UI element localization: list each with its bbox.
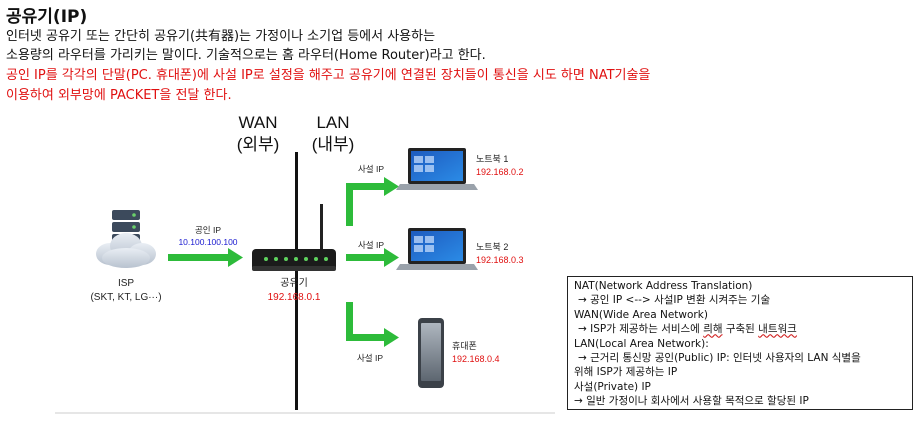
lan-desc-1: → 근거리 통신망 공인(Public) IP: 인터넷 사용자의 LAN 식별… [578, 352, 861, 365]
nat-title: NAT(Network Address Translation) [574, 280, 753, 292]
laptop-1-name: 노트북 1 [476, 154, 508, 164]
page-title: 공유기(IP) [6, 7, 88, 27]
isp-label: ISP [118, 278, 134, 289]
isp-server-icon [96, 210, 156, 268]
lan-label: LAN [316, 113, 349, 132]
public-ip-label: 공인 IP [195, 225, 221, 235]
lan-arrow-laptop-2 [346, 248, 399, 267]
phone-name: 휴대폰 [452, 341, 477, 351]
laptop-2-name: 노트북 2 [476, 242, 508, 252]
diagram-baseline [55, 412, 555, 414]
wan-lan-divider [295, 152, 298, 410]
private-title: 사설(Private) IP [574, 380, 651, 393]
public-ip-value: 10.100.100.100 [178, 237, 237, 247]
lan-title: LAN(Local Area Network): [574, 337, 709, 350]
lan-arrow-phone [346, 302, 399, 347]
private-desc: → 일반 가정이나 회사에서 사용할 목적으로 할당된 IP [574, 395, 809, 408]
private-ip-label-2: 사설 IP [358, 240, 384, 250]
wan-desc-mark2: 내트워크 [758, 323, 797, 336]
phone-icon [418, 318, 444, 388]
wan-desc-pre: → ISP가 제공하는 서비스에 [578, 323, 704, 336]
wan-desc: → ISP가 제공하는 서비스에 릐해 구축된 내트워크 [574, 322, 906, 336]
wan-label: WAN [238, 113, 277, 132]
lan-arrow-laptop-1 [346, 177, 399, 226]
nat-desc: → 공인 IP <--> 사설IP 변환 시켜주는 기술 [578, 294, 771, 307]
wan-desc-mid: 구축된 [722, 323, 759, 336]
network-diagram: WAN (외부) LAN (내부) ISP (SKT, KT, LG···) 공… [90, 113, 524, 410]
router-icon [252, 204, 336, 271]
laptop-1-icon [396, 148, 478, 190]
intro-line-4: 이용하여 외부망에 PACKET을 전달 한다. [6, 88, 232, 103]
router-label: 공유기 [280, 277, 308, 289]
laptop-2-ip: 192.168.0.3 [476, 255, 524, 265]
intro-line-1: 인터넷 공유기 또는 간단히 공유기(共有器)는 가정이나 소기업 등에서 사용… [6, 29, 436, 44]
isp-sub-label: (SKT, KT, LG···) [90, 292, 161, 303]
wan-desc-mark: 릐해 [703, 323, 723, 336]
wan-sub-label: (외부) [237, 135, 280, 154]
lan-sub-label: (내부) [312, 135, 355, 154]
intro-line-3: 공인 IP를 각각의 단말(PC. 휴대폰)에 사설 IP로 설정을 해주고 공… [6, 68, 651, 83]
laptop-2-icon [396, 228, 478, 270]
wan-title: WAN(Wide Area Network) [574, 308, 708, 321]
private-ip-label-3: 사설 IP [357, 353, 383, 363]
definitions-box: NAT(Network Address Translation) → 공인 IP… [567, 276, 913, 410]
intro-line-2: 소용량의 라우터를 가리키는 말이다. 기술적으로는 홈 라우터(Home Ro… [6, 48, 486, 63]
phone-ip: 192.168.0.4 [452, 354, 500, 364]
lan-desc-2: 위해 ISP가 제공하는 IP [574, 366, 678, 379]
router-ip: 192.168.0.1 [268, 292, 321, 303]
private-ip-label-1: 사설 IP [358, 164, 384, 174]
laptop-1-ip: 192.168.0.2 [476, 167, 524, 177]
wan-arrow [168, 248, 243, 267]
